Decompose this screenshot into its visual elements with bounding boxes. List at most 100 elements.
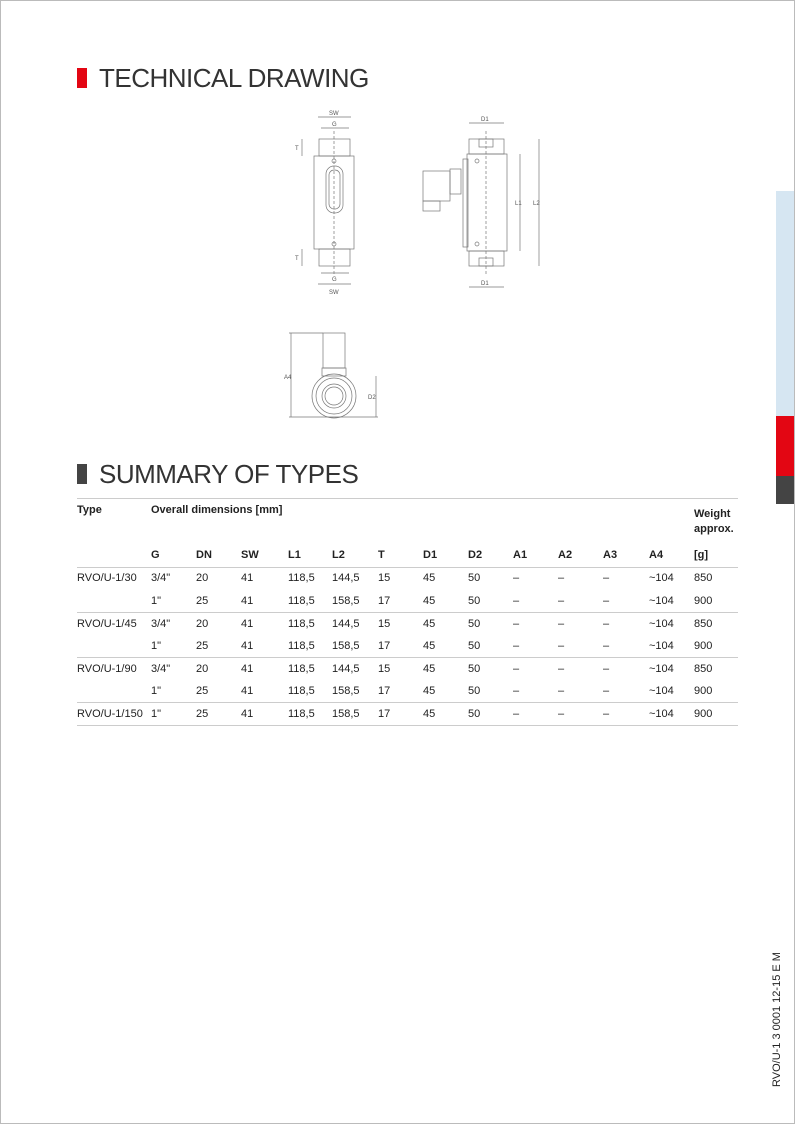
side-tab-red [776, 416, 794, 476]
table-cell: 45 [423, 640, 436, 652]
table-cell: 158,5 [332, 685, 360, 697]
label-l1: L1 [515, 201, 522, 207]
table-cell: ~104 [649, 685, 674, 697]
table-cell: ~104 [649, 663, 674, 675]
table-cell: 118,5 [288, 708, 315, 720]
table-cell: 50 [468, 618, 481, 630]
table-cell: – [513, 708, 520, 720]
table-cell: RVO/U-1/150 [77, 708, 143, 720]
column-header-a4: A4 [649, 549, 664, 561]
table-cell: 41 [241, 640, 254, 652]
table-cell: 17 [378, 685, 391, 697]
table-cell: – [603, 618, 610, 630]
row-divider [77, 657, 738, 658]
header-weight-approx: approx. [694, 523, 734, 535]
column-header-dn: DN [196, 549, 212, 561]
table-cell: – [513, 572, 520, 584]
table-cell: 1" [151, 708, 162, 720]
table-cell: 158,5 [332, 640, 360, 652]
table-cell: ~104 [649, 708, 674, 720]
table-cell: 158,5 [332, 708, 360, 720]
table-cell: 45 [423, 685, 436, 697]
table-cell: 900 [694, 640, 713, 652]
table-cell: RVO/U-1/30 [77, 572, 137, 584]
table-cell: – [558, 572, 565, 584]
table-cell: 144,5 [332, 618, 360, 630]
table-cell: – [603, 640, 610, 652]
table-cell: 3/4" [151, 618, 171, 630]
label-d1-bottom: D1 [481, 281, 489, 287]
table-cell: 850 [694, 572, 713, 584]
table-cell: ~104 [649, 618, 674, 630]
table-cell: 15 [378, 663, 391, 675]
column-header-a2: A2 [558, 549, 573, 561]
table-cell: 3/4" [151, 572, 171, 584]
table-cell: 900 [694, 685, 713, 697]
column-header-d1: D1 [423, 549, 438, 561]
table-cell: 118,5 [288, 572, 315, 584]
heading-text: TECHNICAL DRAWING [99, 63, 369, 93]
table-cell: 41 [241, 685, 254, 697]
table-cell: 20 [196, 572, 209, 584]
table-cell: 20 [196, 663, 209, 675]
dark-marker [77, 464, 87, 484]
table-cell: 900 [694, 595, 713, 607]
table-cell: 118,5 [288, 685, 315, 697]
column-header-t: T [378, 549, 385, 561]
table-cell: 45 [423, 595, 436, 607]
table-cell: 41 [241, 663, 254, 675]
column-header-l1: L1 [288, 549, 301, 561]
table-cell: 45 [423, 708, 436, 720]
table-cell: 15 [378, 572, 391, 584]
table-cell: ~104 [649, 640, 674, 652]
table-cell: – [513, 640, 520, 652]
table-cell: 850 [694, 663, 713, 675]
table-cell: – [558, 640, 565, 652]
table-cell: – [558, 685, 565, 697]
table-cell: 118,5 [288, 640, 315, 652]
table-cell: 1" [151, 640, 162, 652]
row-divider [77, 702, 738, 703]
row-divider [77, 725, 738, 726]
table-cell: – [513, 618, 520, 630]
table-cell: 1" [151, 685, 162, 697]
table-cell: 41 [241, 572, 254, 584]
table-cell: 144,5 [332, 663, 360, 675]
row-divider [77, 612, 738, 613]
table-cell: – [603, 708, 610, 720]
red-marker [77, 68, 87, 88]
table-cell: – [558, 618, 565, 630]
column-header-sw: SW [241, 549, 259, 561]
table-cell: 20 [196, 618, 209, 630]
table-cell: 50 [468, 572, 481, 584]
table-cell: – [513, 595, 520, 607]
heading-text: SUMMARY OF TYPES [99, 459, 359, 489]
table-cell: 45 [423, 572, 436, 584]
table-cell: 50 [468, 685, 481, 697]
header-overall: Overall dimensions [mm] [151, 504, 283, 516]
column-header-g: G [151, 549, 160, 561]
table-cell: RVO/U-1/90 [77, 663, 137, 675]
side-tab-dark [776, 476, 794, 504]
table-cell: – [558, 663, 565, 675]
column-header-g: [g] [694, 549, 709, 561]
label-l2: L2 [533, 201, 540, 207]
table-cell: – [603, 572, 610, 584]
column-header-d2: D2 [468, 549, 483, 561]
label-sw-top: SW [329, 111, 339, 117]
column-header-a1: A1 [513, 549, 528, 561]
label-g-bottom: G [332, 277, 337, 283]
table-cell: 41 [241, 708, 254, 720]
table-cell: 3/4" [151, 663, 171, 675]
table-cell: 17 [378, 640, 391, 652]
label-t-top: T [295, 146, 299, 152]
label-d1-top: D1 [481, 117, 489, 123]
row-divider [77, 567, 738, 568]
technical-drawing: SW G G SW T T D1 D1 L1 L2 A4 D2 [284, 111, 540, 419]
table-cell: 118,5 [288, 663, 315, 675]
table-cell: 25 [196, 685, 209, 697]
technical-drawing-heading: TECHNICAL DRAWING [77, 63, 369, 94]
table-cell: 850 [694, 618, 713, 630]
table-cell: 25 [196, 595, 209, 607]
